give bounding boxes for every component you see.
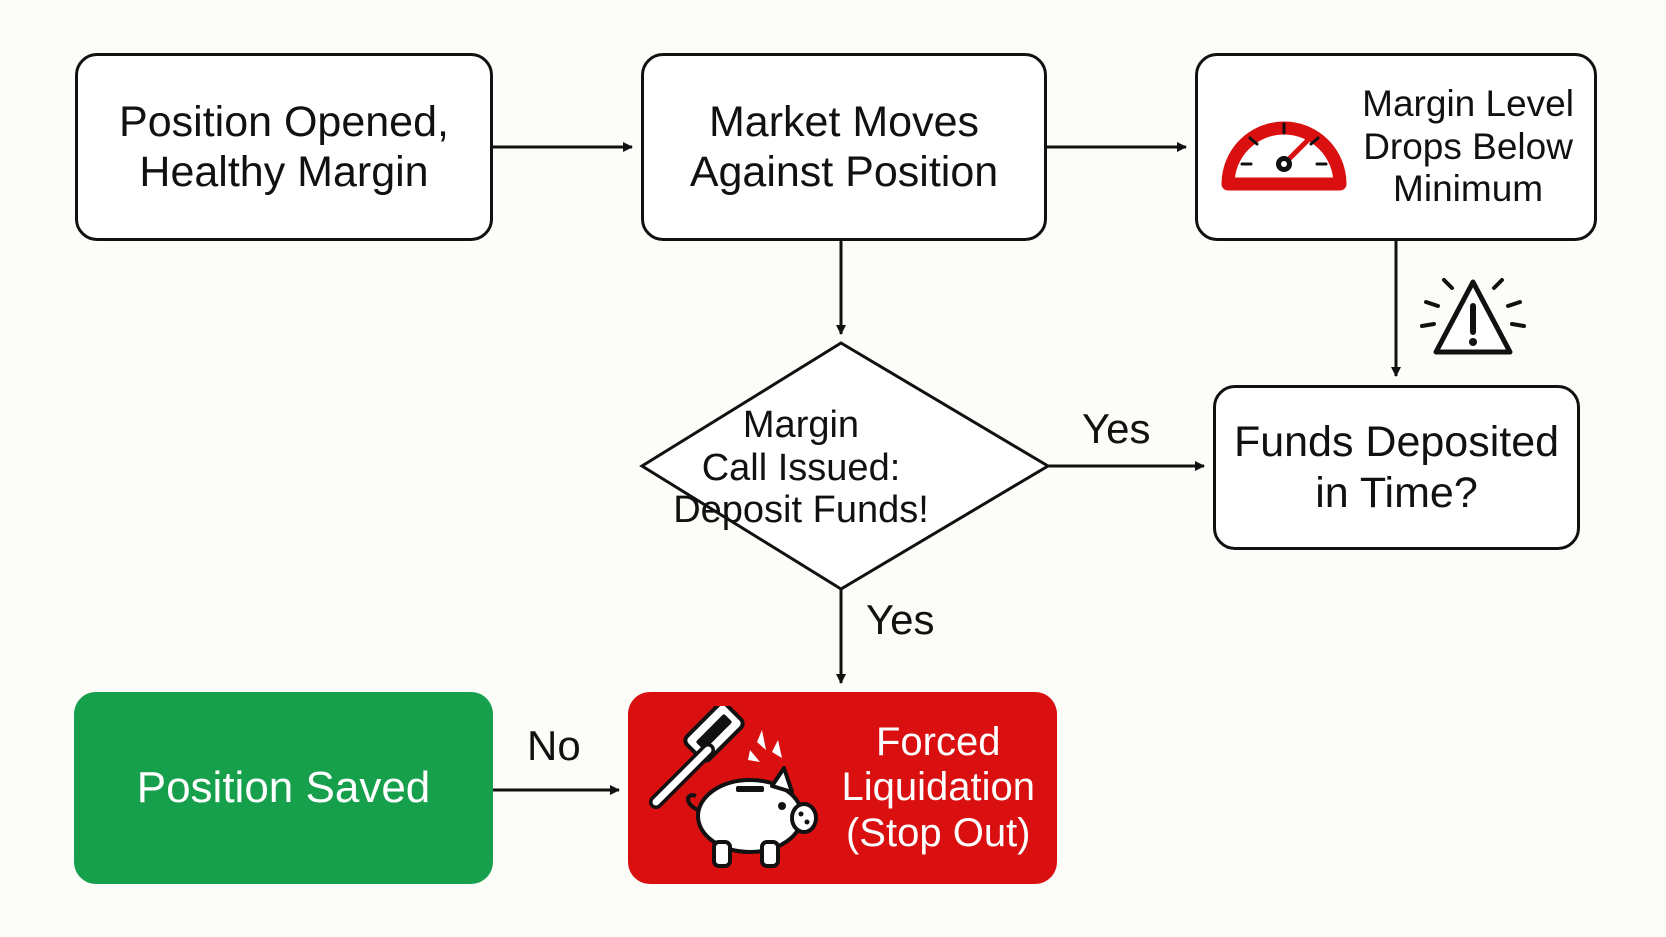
node-funds-deposited-label: Funds Deposited in Time?: [1233, 418, 1560, 517]
node-forced-liquidation: Forced Liquidation (Stop Out): [628, 692, 1057, 884]
speedometer-gauge-icon: [1221, 121, 1347, 191]
node-margin-level-drops-label: Margin Level Drops Below Minimum: [1362, 82, 1574, 210]
edge-label-yes-down: Yes: [866, 596, 935, 643]
node-funds-deposited: Funds Deposited in Time?: [1213, 385, 1580, 550]
node-position-opened: Position Opened, Healthy Margin: [75, 53, 493, 241]
node-forced-liquidation-label: Forced Liquidation (Stop Out): [841, 720, 1036, 855]
node-margin-level-drops: Margin Level Drops Below Minimum: [1195, 53, 1597, 241]
node-position-saved-label: Position Saved: [136, 763, 431, 813]
node-position-saved: Position Saved: [74, 692, 493, 884]
node-market-moves-label: Market Moves Against Position: [689, 97, 999, 196]
warning-triangle-icon: [1420, 278, 1526, 355]
node-margin-call: Margin Call Issued: Deposit Funds!: [661, 353, 941, 583]
edge-label-no: No: [527, 722, 581, 769]
node-market-moves: Market Moves Against Position: [641, 53, 1047, 241]
node-position-opened-label: Position Opened, Healthy Margin: [119, 97, 449, 196]
gavel-piggy-bank-icon: [649, 706, 818, 868]
edge-label-yes-right: Yes: [1082, 405, 1151, 452]
node-margin-call-label: Margin Call Issued: Deposit Funds!: [673, 404, 929, 532]
